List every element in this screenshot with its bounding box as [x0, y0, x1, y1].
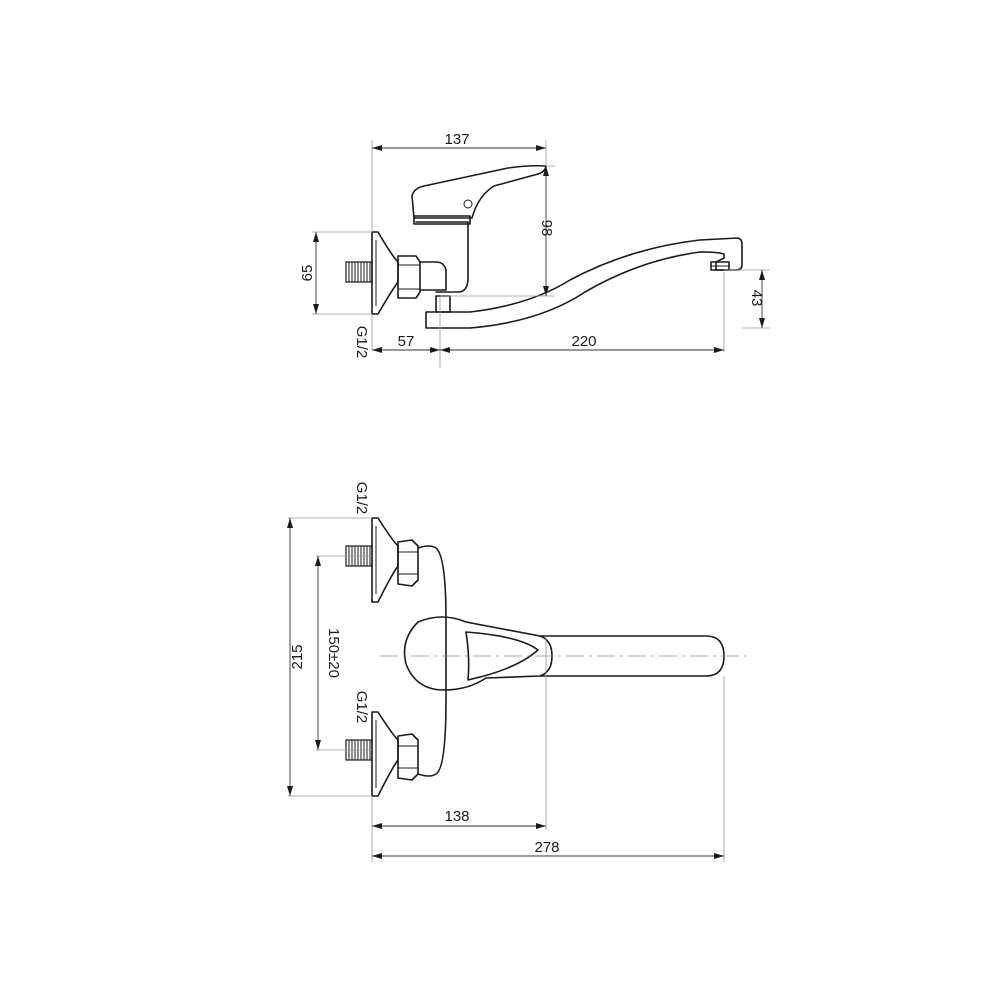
top-body-bar — [417, 545, 447, 777]
top-lever-handle — [403, 616, 553, 691]
side-thread-label: G1/2 — [353, 326, 370, 359]
top-upper-hex-nut — [397, 539, 419, 587]
top-handle-opening — [465, 631, 539, 681]
top-dim-spacing: 150±20 — [325, 628, 342, 678]
side-view: 137 98 65 43 57 220 G1/2 — [299, 131, 770, 368]
side-cartridge-box — [435, 295, 451, 313]
side-spout — [425, 237, 743, 329]
top-dim-278: 278 — [534, 839, 559, 856]
top-lower-hex-nut — [397, 733, 419, 781]
side-hex-nut — [397, 255, 421, 299]
side-dim-43: 43 — [748, 290, 765, 307]
side-lever-handle — [411, 164, 547, 219]
side-dim-65: 65 — [299, 265, 316, 282]
top-dim-138: 138 — [444, 808, 469, 825]
side-dim-57: 57 — [398, 333, 415, 350]
side-thread-pipe — [345, 261, 373, 283]
side-mixer-body — [415, 221, 469, 293]
top-upper-thread-label: G1/2 — [353, 482, 370, 515]
top-dim-215: 215 — [289, 644, 306, 669]
top-view: 215 150±20 138 278 G1/2 G1/2 — [287, 482, 746, 862]
side-dim-220: 220 — [571, 333, 596, 350]
top-lower-thread-label: G1/2 — [353, 691, 370, 724]
side-body-collar — [413, 215, 471, 225]
side-dim-137: 137 — [444, 131, 469, 148]
side-dim-98: 98 — [538, 220, 555, 237]
side-connector-pipe — [419, 261, 447, 291]
